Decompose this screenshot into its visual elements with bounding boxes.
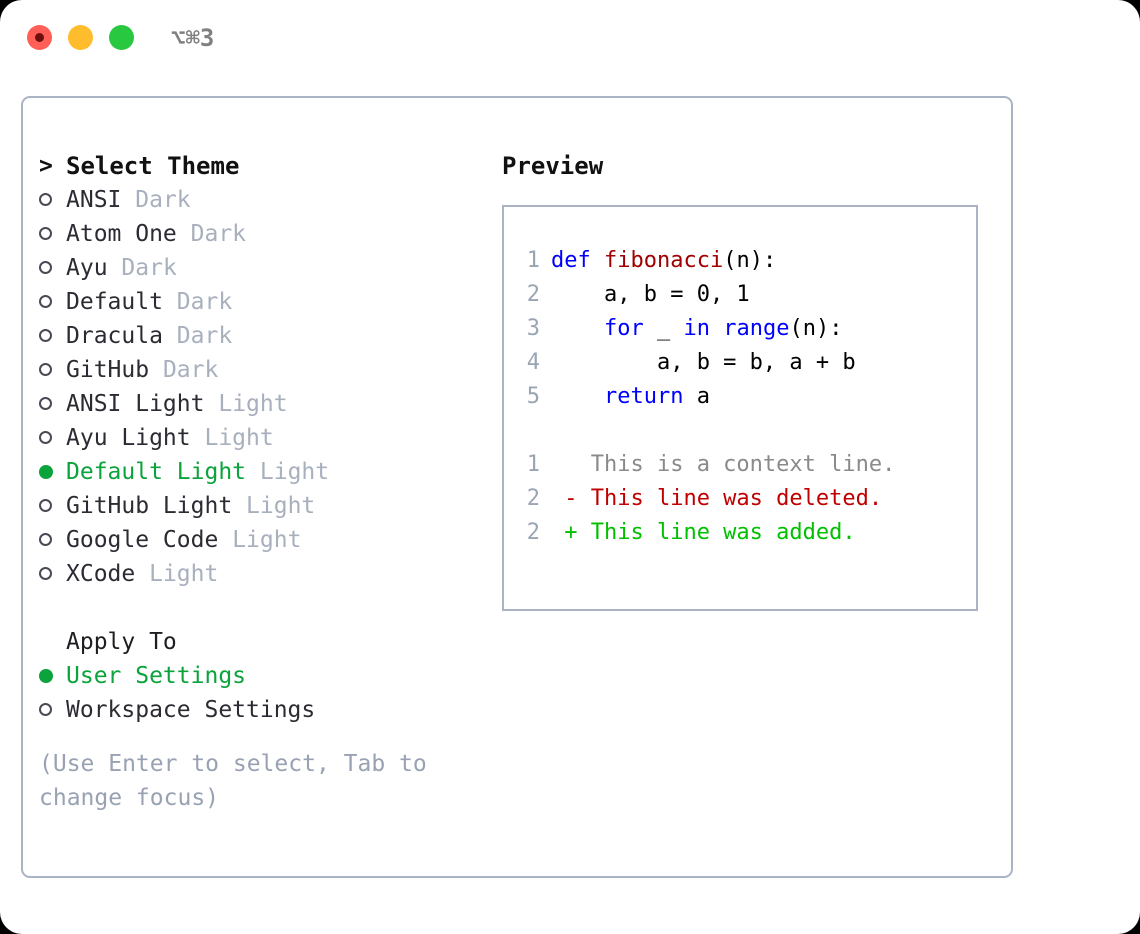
line-number: 4 — [526, 350, 540, 375]
code-line: 3 for _ in range(n): — [516, 312, 972, 346]
code-diff-separator — [516, 414, 972, 448]
theme-kind: Dark — [190, 221, 247, 247]
code-line: 4 a, b = b, a + b — [516, 346, 972, 380]
theme-kind: Light — [259, 459, 330, 485]
keyboard-shortcut-label: ⌥⌘3 — [171, 24, 215, 52]
window-controls — [27, 25, 134, 50]
diff-line-text: + This line was added. — [551, 520, 856, 545]
diff-line-context: 1 This is a context line. — [516, 448, 972, 482]
theme-kind: Dark — [121, 255, 177, 281]
line-number: 5 — [526, 384, 540, 409]
theme-kind: Light — [149, 561, 219, 587]
radio-unselected-icon[interactable] — [39, 251, 66, 285]
theme-list-column: > Select Theme ANSI Dark Atom One Dark A… — [39, 149, 479, 815]
line-number: 2 — [526, 520, 540, 545]
apply-to-item-user-settings[interactable]: User Settings — [39, 659, 479, 693]
apply-to-option-label: Workspace Settings — [66, 697, 316, 723]
code-line: 5 return a — [516, 380, 972, 414]
theme-kind: Light — [246, 493, 316, 519]
code-line-text: return a — [603, 384, 710, 409]
apply-to-option-label: User Settings — [66, 663, 247, 689]
maximize-button[interactable] — [109, 25, 134, 50]
radio-unselected-icon[interactable] — [39, 217, 66, 251]
theme-name: ANSI — [66, 187, 122, 213]
radio-unselected-icon[interactable] — [39, 285, 66, 319]
preview-column: Preview 1 def fibonacci(n): 2 a, b = 0, … — [502, 149, 992, 611]
titlebar: ⌥⌘3 — [0, 0, 1140, 78]
theme-item-xcode[interactable]: XCode Light — [39, 557, 479, 591]
theme-kind: Dark — [176, 289, 233, 315]
theme-item-ayu-light[interactable]: Ayu Light Light — [39, 421, 479, 455]
theme-name: Default — [66, 289, 163, 315]
theme-item-atom-one[interactable]: Atom One Dark — [39, 217, 479, 251]
theme-kind: Dark — [135, 187, 191, 213]
code-line: 2 a, b = 0, 1 — [516, 278, 972, 312]
preview-code-box: 1 def fibonacci(n): 2 a, b = 0, 1 3 for … — [502, 205, 978, 611]
theme-picker-panel: > Select Theme ANSI Dark Atom One Dark A… — [21, 96, 1013, 878]
theme-kind: Dark — [176, 323, 233, 349]
diff-line-deleted: 2 - This line was deleted. — [516, 482, 972, 516]
theme-item-default[interactable]: Default Dark — [39, 285, 479, 319]
theme-name: Dracula — [66, 323, 163, 349]
theme-name: ANSI Light — [66, 391, 205, 417]
theme-kind: Light — [232, 527, 302, 553]
apply-to-label: Apply To — [66, 629, 177, 655]
theme-name: GitHub Light — [66, 493, 233, 519]
code-line: 1 def fibonacci(n): — [516, 244, 972, 278]
theme-name: Google Code — [66, 527, 219, 553]
code-line-text: a, b = 0, 1 — [551, 282, 750, 307]
minimize-button[interactable] — [68, 25, 93, 50]
radio-unselected-icon[interactable] — [39, 421, 66, 455]
radio-unselected-icon[interactable] — [39, 557, 66, 591]
theme-name: Ayu — [66, 255, 108, 281]
theme-item-ayu[interactable]: Ayu Dark — [39, 251, 479, 285]
diff-line-added: 2 + This line was added. — [516, 516, 972, 550]
radio-unselected-icon[interactable] — [39, 489, 66, 523]
radio-selected-icon[interactable] — [39, 659, 66, 693]
theme-item-github-light[interactable]: GitHub Light Light — [39, 489, 479, 523]
apply-to-item-workspace-settings[interactable]: Workspace Settings — [39, 693, 479, 727]
page-title: Select Theme — [66, 152, 240, 180]
apply-to-section-label: Apply To — [39, 625, 479, 659]
theme-kind: Light — [204, 425, 274, 451]
theme-item-github[interactable]: GitHub Dark — [39, 353, 479, 387]
code-line-text: for _ in range(n): — [603, 316, 843, 341]
radio-unselected-icon[interactable] — [39, 353, 66, 387]
theme-kind: Light — [218, 391, 288, 417]
line-number: 2 — [526, 486, 540, 511]
theme-name: Default Light — [66, 459, 247, 485]
code-content: 1 def fibonacci(n): 2 a, b = 0, 1 3 for … — [516, 244, 972, 550]
theme-name: GitHub — [66, 357, 150, 383]
theme-item-ansi[interactable]: ANSI Dark — [39, 183, 479, 217]
theme-kind: Dark — [162, 357, 219, 383]
theme-name: Ayu Light — [66, 425, 191, 451]
diff-line-text: This is a context line. — [551, 452, 896, 477]
preview-title: Preview — [502, 152, 604, 180]
radio-unselected-icon[interactable] — [39, 183, 66, 217]
theme-name: XCode — [66, 561, 136, 587]
prompt-caret-icon: > — [39, 153, 53, 179]
line-number: 2 — [526, 282, 540, 307]
radio-selected-icon[interactable] — [39, 455, 66, 489]
diff-line-text: - This line was deleted. — [551, 486, 883, 511]
line-number: 1 — [526, 452, 540, 477]
theme-item-google-code[interactable]: Google Code Light — [39, 523, 479, 557]
theme-name: Atom One — [66, 221, 177, 247]
radio-unselected-icon[interactable] — [39, 387, 66, 421]
line-number: 3 — [526, 316, 540, 341]
close-button[interactable] — [27, 25, 52, 50]
theme-item-ansi-light[interactable]: ANSI Light Light — [39, 387, 479, 421]
code-line-text: def fibonacci(n): — [551, 248, 777, 273]
radio-unselected-icon[interactable] — [39, 693, 66, 727]
radio-unselected-icon[interactable] — [39, 319, 66, 353]
radio-unselected-icon[interactable] — [39, 523, 66, 557]
code-line-text: a, b = b, a + b — [551, 350, 856, 375]
list-spacer — [39, 591, 479, 625]
theme-item-default-light[interactable]: Default Light Light — [39, 455, 479, 489]
theme-item-dracula[interactable]: Dracula Dark — [39, 319, 479, 353]
keyboard-hint-text: (Use Enter to select, Tab to change focu… — [39, 751, 427, 811]
line-number: 1 — [526, 248, 540, 273]
select-theme-header: > Select Theme — [39, 149, 479, 183]
